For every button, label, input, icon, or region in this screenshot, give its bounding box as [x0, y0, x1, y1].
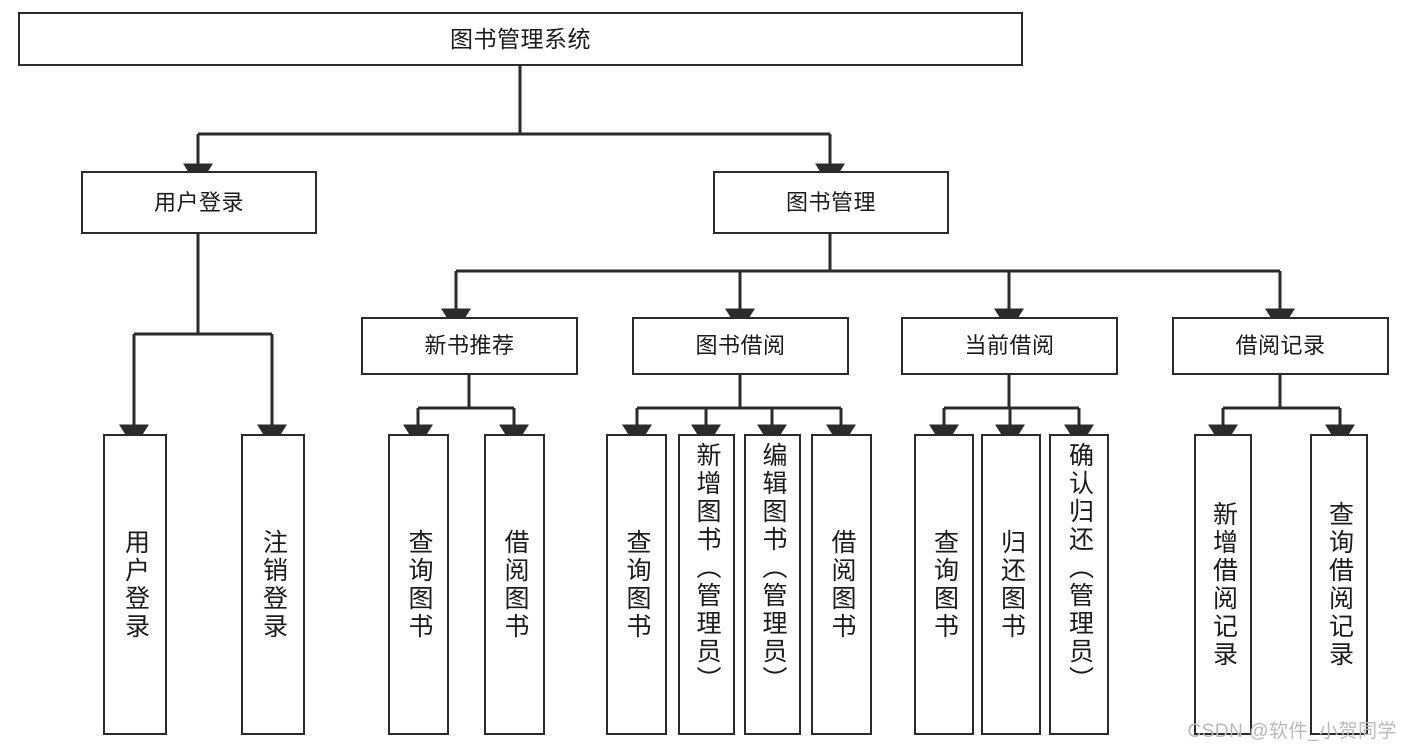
node-book-manage[interactable]: 图书管理: [713, 171, 949, 234]
node-book-manage-label: 图书管理: [785, 189, 876, 215]
node-leaf-query-book-1[interactable]: 查询图书: [388, 434, 449, 735]
node-current-borrow[interactable]: 当前借阅: [901, 317, 1118, 375]
node-leaf-borrow-book-2-label: 借阅图书: [828, 528, 856, 641]
node-user-login-label: 用户登录: [153, 189, 244, 215]
node-leaf-query-book-2-label: 查询图书: [623, 528, 651, 641]
node-leaf-query-book-3[interactable]: 查询图书: [914, 434, 974, 735]
node-leaf-confirm-return-label: 确认归还（管理员）: [1065, 442, 1094, 694]
node-borrow-record-label: 借阅记录: [1235, 333, 1326, 359]
node-leaf-logout-label: 注销登录: [259, 528, 288, 641]
node-leaf-query-record-label: 查询借阅记录: [1325, 500, 1354, 669]
node-leaf-edit-book-label: 编辑图书（管理员）: [759, 442, 787, 694]
node-current-borrow-label: 当前借阅: [964, 333, 1055, 359]
node-leaf-user-login[interactable]: 用户登录: [103, 434, 167, 735]
node-user-login[interactable]: 用户登录: [81, 171, 317, 234]
node-leaf-return-book-label: 归还图书: [997, 528, 1026, 641]
node-leaf-add-record[interactable]: 新增借阅记录: [1194, 434, 1252, 735]
node-leaf-borrow-book-1[interactable]: 借阅图书: [484, 434, 545, 735]
node-leaf-query-book-3-label: 查询图书: [930, 528, 959, 641]
node-leaf-logout[interactable]: 注销登录: [241, 434, 305, 735]
node-leaf-borrow-book-1-label: 借阅图书: [501, 528, 529, 641]
node-leaf-query-record[interactable]: 查询借阅记录: [1310, 434, 1368, 735]
node-leaf-add-book-label: 新增图书（管理员）: [693, 442, 721, 694]
node-leaf-confirm-return[interactable]: 确认归还（管理员）: [1049, 434, 1109, 735]
node-root[interactable]: 图书管理系统: [18, 12, 1023, 66]
node-leaf-add-book[interactable]: 新增图书（管理员）: [678, 434, 735, 735]
node-leaf-add-record-label: 新增借阅记录: [1209, 500, 1238, 669]
node-leaf-return-book[interactable]: 归还图书: [981, 434, 1041, 735]
node-book-borrow-label: 图书借阅: [695, 333, 786, 359]
node-leaf-borrow-book-2[interactable]: 借阅图书: [811, 434, 872, 735]
node-borrow-record[interactable]: 借阅记录: [1172, 317, 1389, 375]
node-leaf-query-book-1-label: 查询图书: [405, 528, 433, 641]
csdn-watermark: CSDN @软件_小贺同学: [1187, 721, 1397, 742]
node-new-book-rec-label: 新书推荐: [424, 333, 515, 359]
node-leaf-user-login-label: 用户登录: [121, 528, 150, 641]
node-leaf-query-book-2[interactable]: 查询图书: [606, 434, 667, 735]
node-leaf-edit-book[interactable]: 编辑图书（管理员）: [744, 434, 801, 735]
node-new-book-rec[interactable]: 新书推荐: [361, 317, 578, 375]
node-book-borrow[interactable]: 图书借阅: [632, 317, 849, 375]
node-root-label: 图书管理系统: [450, 25, 591, 52]
